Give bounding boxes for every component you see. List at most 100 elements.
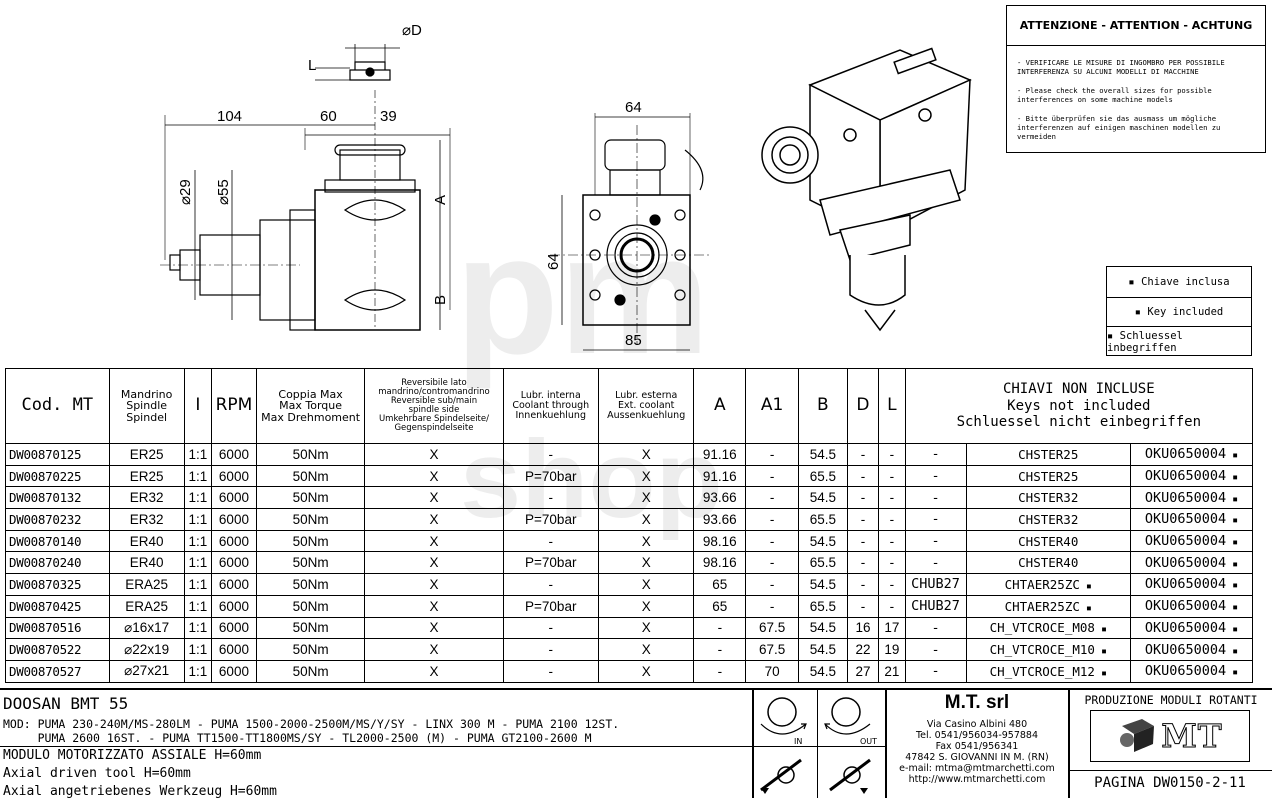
cell-k3: OKU0650004 (1130, 551, 1253, 575)
cell-ratio: 1:1 (183, 486, 213, 510)
cell-a: - (693, 616, 747, 640)
models-line-1: MOD: PUMA 230-240M/MS-280LM - PUMA 1500-… (3, 717, 620, 731)
cell-ratio: 1:1 (183, 464, 213, 488)
cell-d: - (846, 443, 880, 466)
cell-lint: P=70bar (502, 594, 599, 618)
cell-ratio: 1:1 (183, 638, 213, 661)
models-line-2: PUMA 2600 16ST. - PUMA TT1500-TT1800MS/S… (3, 731, 592, 745)
cell-code: DW00870516 (5, 616, 110, 640)
cell-spindle: ER25 (108, 464, 185, 488)
cell-k2: CHSTER25 (965, 464, 1132, 488)
warning-title: ATTENZIONE - ATTENTION - ACHTUNG (1007, 6, 1265, 46)
cell-k1: - (904, 464, 967, 488)
cell-code: DW00870140 (5, 529, 110, 553)
cell-spindle: ER40 (108, 529, 185, 553)
cell-b: 54.5 (798, 659, 848, 683)
cell-k1: - (904, 551, 967, 575)
cell-d: - (846, 573, 880, 596)
cell-rev: X (364, 443, 504, 466)
cell-spindle: ERA25 (108, 594, 185, 618)
warning-box: ATTENZIONE - ATTENTION - ACHTUNG - VERIF… (1006, 5, 1266, 153)
cell-a1: - (745, 486, 799, 510)
cell-rev: X (364, 616, 504, 640)
cell-lint: - (502, 486, 599, 510)
cell-k3: OKU0650004 (1130, 486, 1253, 510)
machine-name: DOOSAN BMT 55 (3, 694, 129, 713)
cell-rpm: 6000 (211, 529, 257, 553)
cell-k1: CHUB27 (904, 594, 967, 618)
cell-l: 19 (878, 638, 906, 661)
cell-torque: 50Nm (255, 443, 366, 466)
header-ratio: I (183, 368, 213, 444)
header-l: L (878, 368, 906, 444)
cell-ratio: 1:1 (183, 659, 213, 683)
cell-code: DW00870125 (5, 443, 110, 466)
cell-a1: - (745, 443, 799, 466)
cell-torque: 50Nm (255, 464, 366, 488)
title-block: DOOSAN BMT 55 MOD: PUMA 230-240M/MS-280L… (0, 688, 1272, 799)
cell-b: 54.5 (798, 486, 848, 510)
cell-code: DW00870240 (5, 551, 110, 575)
cell-lext: X (597, 573, 695, 596)
cell-d: - (846, 529, 880, 553)
description-it: MODULO MOTORIZZATO ASSIALE H=60mm (3, 748, 262, 763)
cell-k1: - (904, 638, 967, 661)
cell-torque: 50Nm (255, 638, 366, 661)
cell-k1: CHUB27 (904, 573, 967, 596)
cell-code: DW00870325 (5, 573, 110, 596)
cell-b: 65.5 (798, 594, 848, 618)
cell-torque: 50Nm (255, 529, 366, 553)
cell-lext: X (597, 464, 695, 488)
cell-k2: CHSTER40 (965, 551, 1132, 575)
rotation-out-icon: OUT (824, 697, 877, 746)
cell-k2: CHTAER25ZC (965, 594, 1132, 618)
cell-a: 93.66 (693, 486, 747, 510)
warning-line: interferenzen auf einigen maschinen mode… (1017, 123, 1221, 132)
cell-a: 65 (693, 573, 747, 596)
cell-a: - (693, 638, 747, 661)
dim-b: B (432, 295, 449, 305)
cell-lext: X (597, 529, 695, 553)
cell-l: - (878, 594, 906, 618)
cell-lext: X (597, 638, 695, 661)
cell-spindle: ⌀27x21 (108, 659, 185, 683)
cell-rpm: 6000 (211, 573, 257, 596)
dim-64-top: 64 (625, 99, 642, 116)
cell-a: 91.16 (693, 443, 747, 466)
description-de: Axial angetriebenes Werkzeug H=60mm (3, 784, 277, 799)
cell-rpm: 6000 (211, 659, 257, 683)
cell-rev: X (364, 638, 504, 661)
company-name: M.T. srl (944, 692, 1010, 713)
cell-k3: OKU0650004 (1130, 616, 1253, 640)
cell-lint: - (502, 573, 599, 596)
warning-line: interferences on some machine models (1017, 95, 1173, 104)
cell-rpm: 6000 (211, 638, 257, 661)
cell-k1: - (904, 616, 967, 640)
cell-k2: CH_VTCROCE_M10 (965, 638, 1132, 661)
cell-code: DW00870425 (5, 594, 110, 618)
dim-a: A (432, 195, 449, 205)
key-included-en: ▪ Key included (1107, 297, 1251, 327)
cell-a1: - (745, 551, 799, 575)
header-b: B (798, 368, 848, 444)
cell-d: - (846, 486, 880, 510)
cell-k3: OKU0650004 (1130, 464, 1253, 488)
cell-torque: 50Nm (255, 594, 366, 618)
dim-60: 60 (320, 108, 337, 125)
cell-rev: X (364, 551, 504, 575)
cell-a1: - (745, 464, 799, 488)
cell-lext: X (597, 508, 695, 531)
cell-a1: - (745, 573, 799, 596)
key-included-legend: ▪ Chiave inclusa ▪ Key included ▪ Schlue… (1106, 266, 1252, 356)
cell-a1: 70 (745, 659, 799, 683)
cell-spindle: ER25 (108, 443, 185, 466)
cell-rev: X (364, 508, 504, 531)
